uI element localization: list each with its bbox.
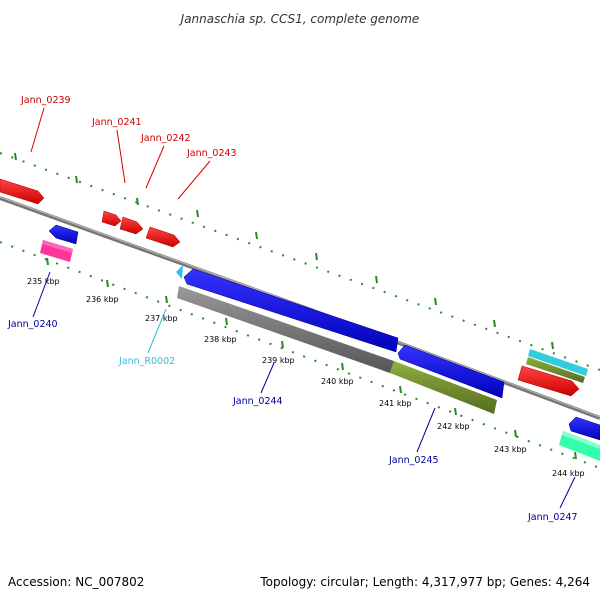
- label-jann-0240: Jann_0240: [7, 319, 58, 330]
- reverse-callouts: [32, 271, 576, 509]
- label-jann-0241: Jann_0241: [91, 117, 142, 128]
- kbp-label: 240 kbp: [321, 377, 354, 386]
- kbp-label: 241 kbp: [379, 399, 412, 408]
- outer-major-ticks: [14, 152, 554, 350]
- kbp-label: 238 kbp: [204, 335, 237, 344]
- feature-rna-right[interactable]: [528, 349, 588, 376]
- kbp-label: 244 kbp: [552, 469, 585, 478]
- feature-gray-long[interactable]: [177, 286, 394, 373]
- feature-olive-long[interactable]: [390, 361, 497, 414]
- gene-jann-0242-arrow[interactable]: [119, 216, 144, 235]
- label-jann-0243: Jann_0243: [186, 148, 237, 159]
- map-title: Jannaschia sp. CCS1, complete genome: [179, 12, 420, 26]
- feature-jann-0247-teal[interactable]: [559, 431, 600, 461]
- gene-red-right-arrow[interactable]: [517, 365, 580, 397]
- label-jann-0239: Jann_0239: [20, 95, 71, 106]
- kbp-label: 237 kbp: [145, 314, 178, 323]
- label-jann-0247: Jann_0247: [527, 512, 578, 523]
- kbp-label: 242 kbp: [437, 422, 470, 431]
- label-jann-r0002: Jann_R0002: [118, 356, 175, 367]
- gene-jann-0245-arrow[interactable]: [397, 344, 505, 399]
- inner-major-ticks: [46, 257, 577, 460]
- feature-jann-0240-magenta[interactable]: [40, 240, 73, 262]
- gene-jann-0241-arrow[interactable]: [101, 210, 122, 227]
- kbp-label: 243 kbp: [494, 445, 527, 454]
- label-jann-0242: Jann_0242: [140, 133, 191, 144]
- accession-text: Accession: NC_007802: [8, 575, 144, 589]
- topology-text: Topology: circular; Length: 4,317,977 bp…: [259, 575, 590, 589]
- inner-tick-track: [0, 241, 600, 469]
- forward-callouts: [30, 107, 211, 200]
- kbp-label: 239 kbp: [262, 356, 295, 365]
- kbp-label: 236 kbp: [86, 295, 119, 304]
- gene-jann-0243-arrow[interactable]: [145, 226, 181, 248]
- feature-olive-right[interactable]: [526, 357, 585, 383]
- gene-jann-0239-arrow[interactable]: [0, 178, 45, 205]
- kbp-label: 235 kbp: [27, 277, 60, 286]
- label-jann-0245: Jann_0245: [388, 455, 439, 466]
- gene-jann-0244-arrow[interactable]: [183, 268, 399, 353]
- gene-reverse-right-arrow[interactable]: [568, 416, 600, 441]
- rna-callout: [147, 308, 167, 354]
- gene-reverse-small-arrow[interactable]: [48, 224, 79, 245]
- label-jann-0244: Jann_0244: [232, 396, 283, 407]
- rna-jann-r0002-marker[interactable]: [176, 265, 183, 279]
